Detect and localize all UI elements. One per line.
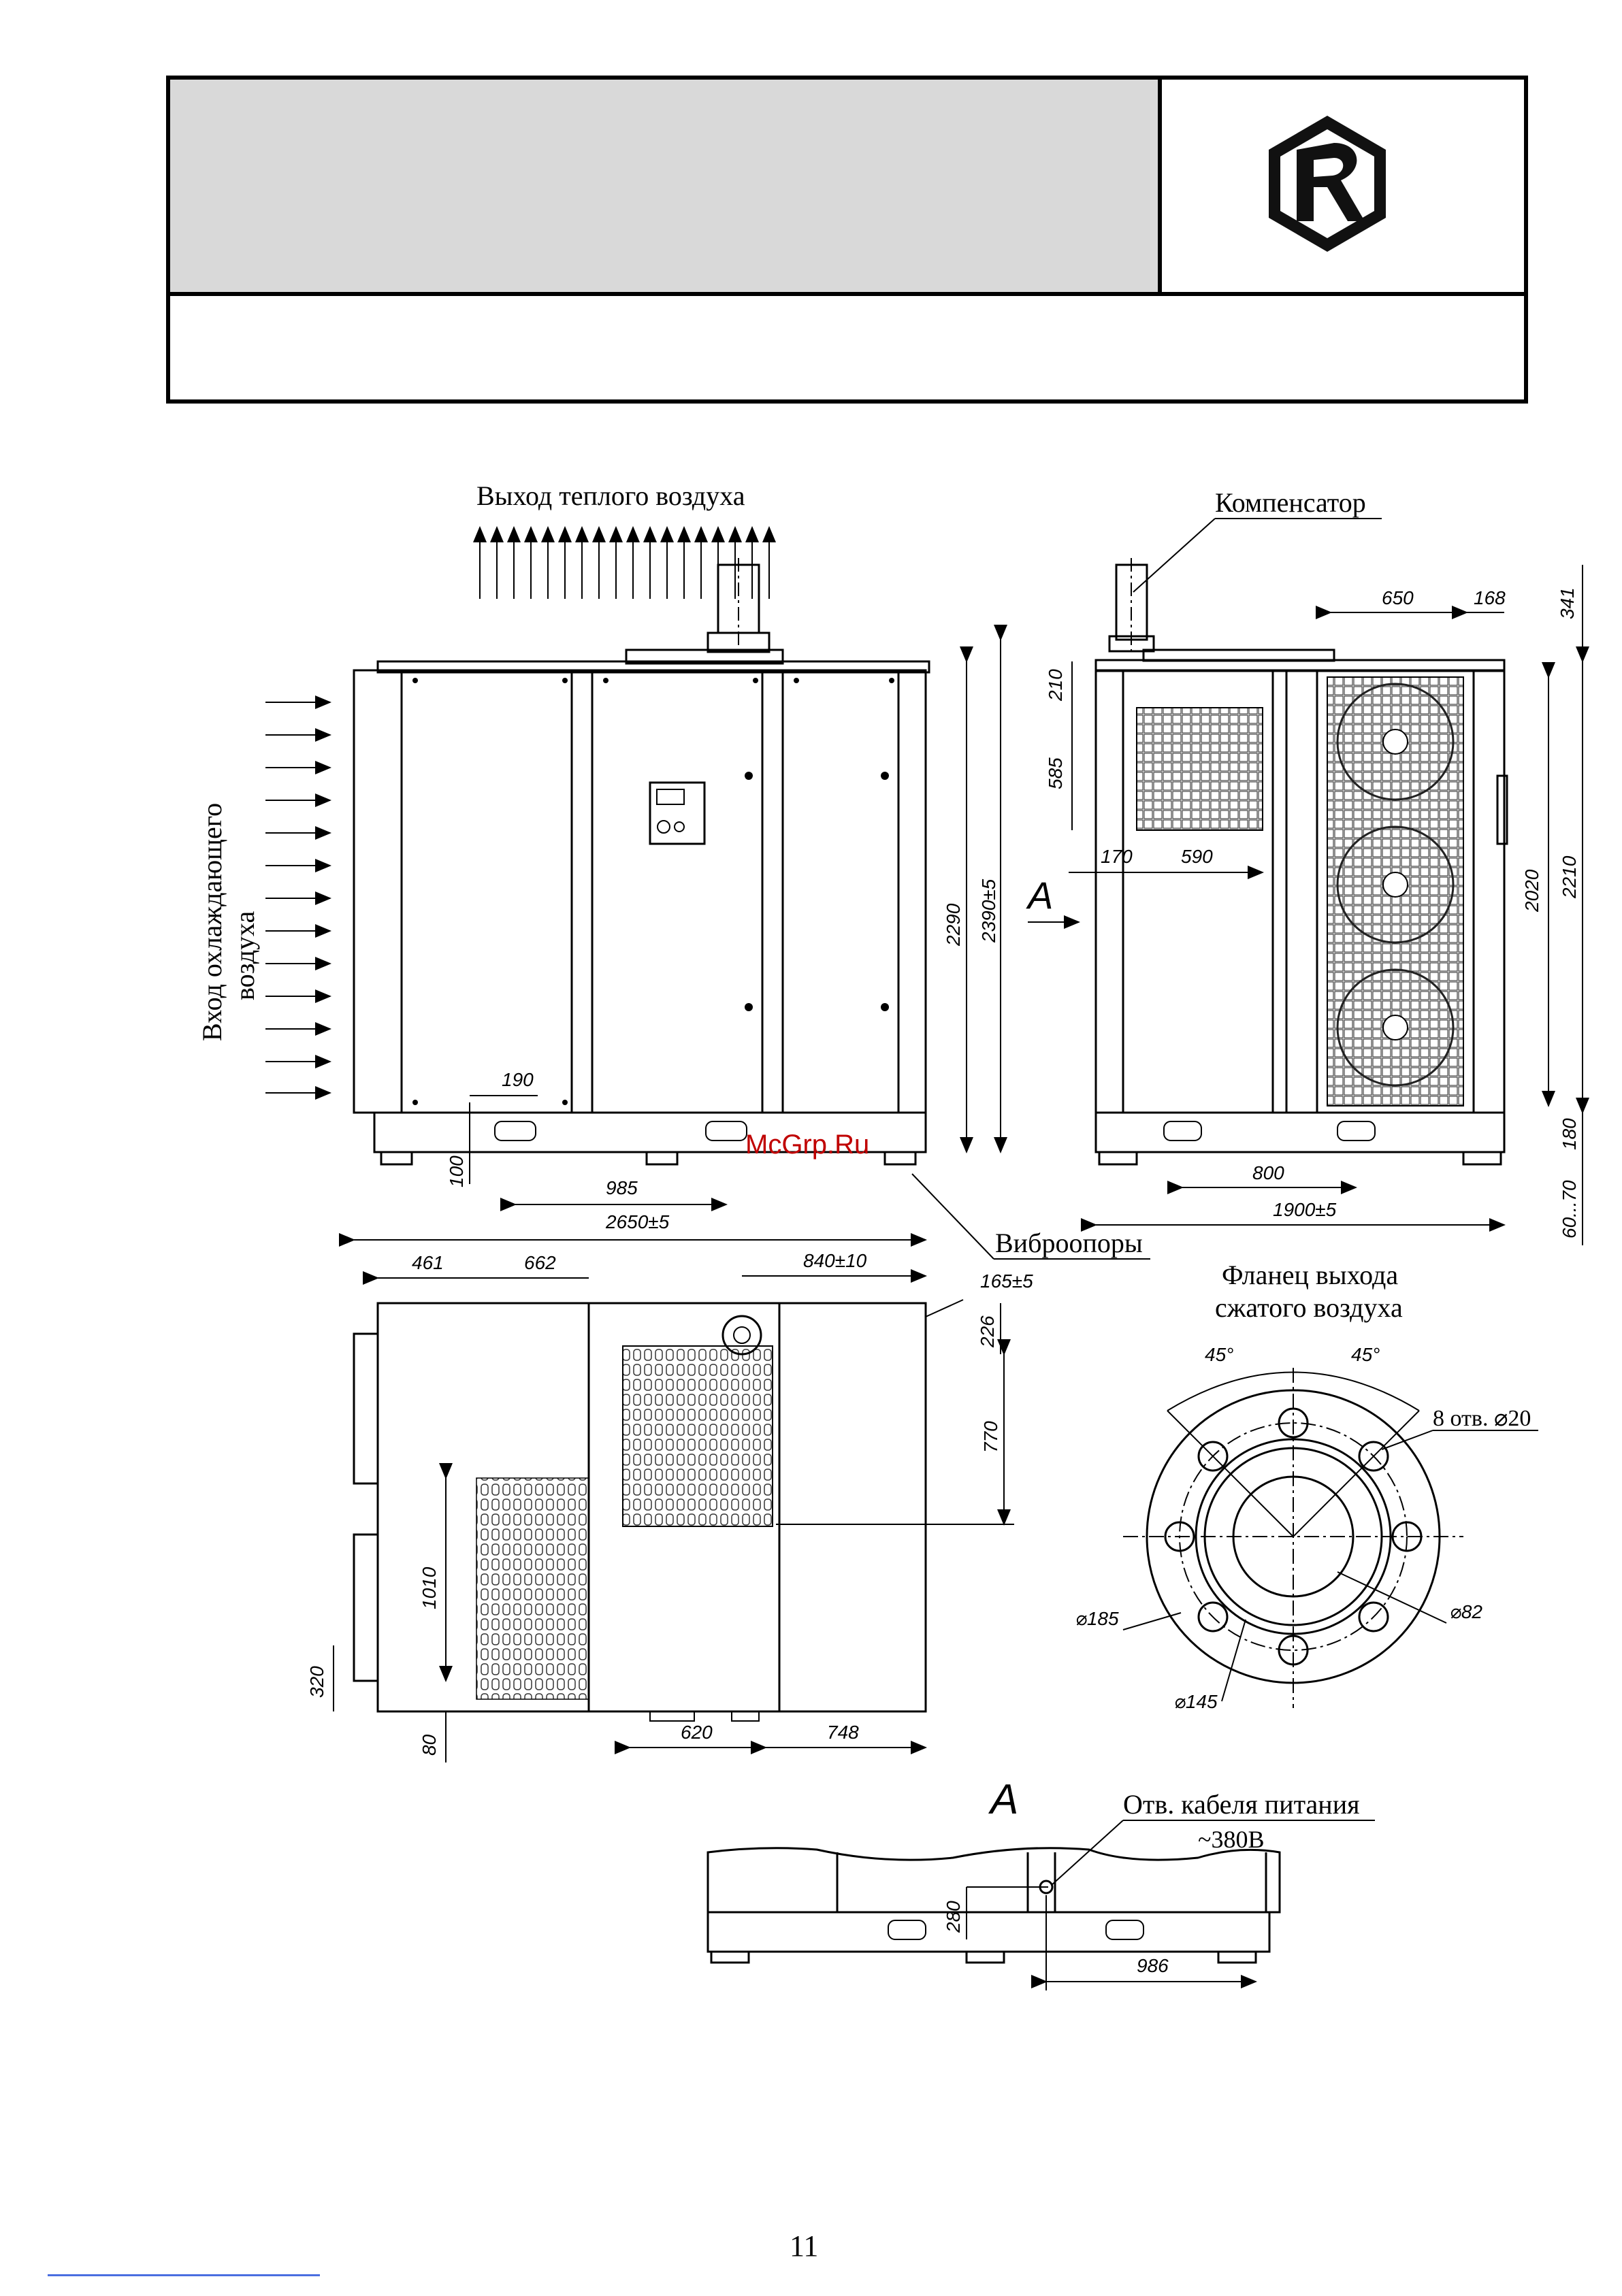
voltage-label: ~380В (1198, 1826, 1265, 1853)
dim-210: 210 (1045, 669, 1066, 702)
dim-1010: 1010 (419, 1567, 440, 1609)
dim-985: 985 (606, 1177, 638, 1198)
dim-80: 80 (419, 1734, 440, 1756)
dim-461: 461 (412, 1252, 444, 1273)
cable-hole-label: Отв. кабеля питания (1123, 1789, 1360, 1820)
title-block-shaded-cell (168, 78, 1160, 294)
top-vent-grille (476, 1477, 589, 1700)
flange-detail: Фланец выхода сжатого воздуха 45° 45° 8 … (1075, 1260, 1538, 1712)
dim-585: 585 (1045, 757, 1066, 789)
dim-2020: 2020 (1521, 869, 1542, 913)
flange-title-line1: Фланец выхода (1222, 1260, 1398, 1290)
dim-650: 650 (1382, 587, 1414, 608)
dim-168: 168 (1474, 587, 1506, 608)
dim-748: 748 (827, 1722, 859, 1743)
flange-angle-right: 45° (1351, 1344, 1380, 1365)
flange-d145: ⌀145 (1174, 1691, 1218, 1712)
dim-165: 165±5 (980, 1270, 1033, 1292)
dim-180: 180 (1559, 1118, 1580, 1150)
dim-60-70: 60...70 (1559, 1180, 1580, 1239)
dim-170: 170 (1101, 846, 1133, 867)
dim-770: 770 (980, 1421, 1001, 1453)
dim-2210: 2210 (1559, 855, 1580, 899)
dim-100: 100 (446, 1155, 467, 1187)
dim-590: 590 (1181, 846, 1213, 867)
watermark: McGrp.Ru (745, 1130, 869, 1160)
view-a: A Отв. кабеля питания ~380В 280 986 (707, 1776, 1375, 1990)
dim-662: 662 (524, 1252, 556, 1273)
flange-holes-label: 8 отв. ⌀20 (1433, 1406, 1531, 1431)
footer-link-line (48, 2274, 320, 2276)
top-mesh-panel (622, 1345, 773, 1527)
dim-1900: 1900±5 (1273, 1199, 1337, 1220)
warm-air-arrows (473, 526, 776, 599)
manufacturer-logo-icon (1269, 116, 1386, 252)
dim-320: 320 (306, 1666, 327, 1698)
control-panel (649, 781, 706, 845)
side-view: Компенсатор 650 1 (1045, 487, 1589, 1245)
side-vent-grille (1136, 707, 1263, 831)
dim-986: 986 (1137, 1955, 1169, 1976)
cooling-air-in-label-line2: воздуха (229, 911, 260, 1000)
dim-280: 280 (943, 1901, 964, 1933)
title-block-border (166, 76, 1528, 404)
front-view: Выход теплого воздуха Вход охлаждающего (197, 480, 1080, 1247)
dim-2650: 2650±5 (605, 1211, 670, 1232)
flange-d82: ⌀82 (1450, 1601, 1482, 1622)
page-number: 11 (790, 2229, 819, 2263)
dim-2290: 2290 (943, 903, 964, 947)
dim-840: 840±10 (803, 1250, 867, 1271)
flange-title-line2: сжатого воздуха (1215, 1292, 1403, 1323)
view-a-title: A (988, 1776, 1018, 1823)
flange-angle-left: 45° (1205, 1344, 1233, 1365)
compensator-label: Компенсатор (1215, 487, 1366, 518)
cooling-air-arrows (265, 695, 331, 1100)
top-view: Виброопоры 461 662 840±10 165±5 226 770 … (306, 1173, 1150, 1762)
dim-800: 800 (1252, 1162, 1284, 1183)
title-block (166, 76, 1528, 404)
dim-2390: 2390±5 (978, 879, 999, 943)
dim-341: 341 (1557, 587, 1578, 619)
dim-226: 226 (977, 1315, 998, 1348)
cooling-air-in-label-line1: Вход охлаждающего (197, 803, 227, 1041)
vibration-mounts-label: Виброопоры (995, 1228, 1143, 1258)
view-a-marker: A (1026, 874, 1053, 917)
warm-air-out-label: Выход теплого воздуха (476, 480, 745, 511)
dim-620: 620 (681, 1722, 713, 1743)
dim-190: 190 (502, 1069, 534, 1090)
flange-d185: ⌀185 (1075, 1608, 1119, 1629)
